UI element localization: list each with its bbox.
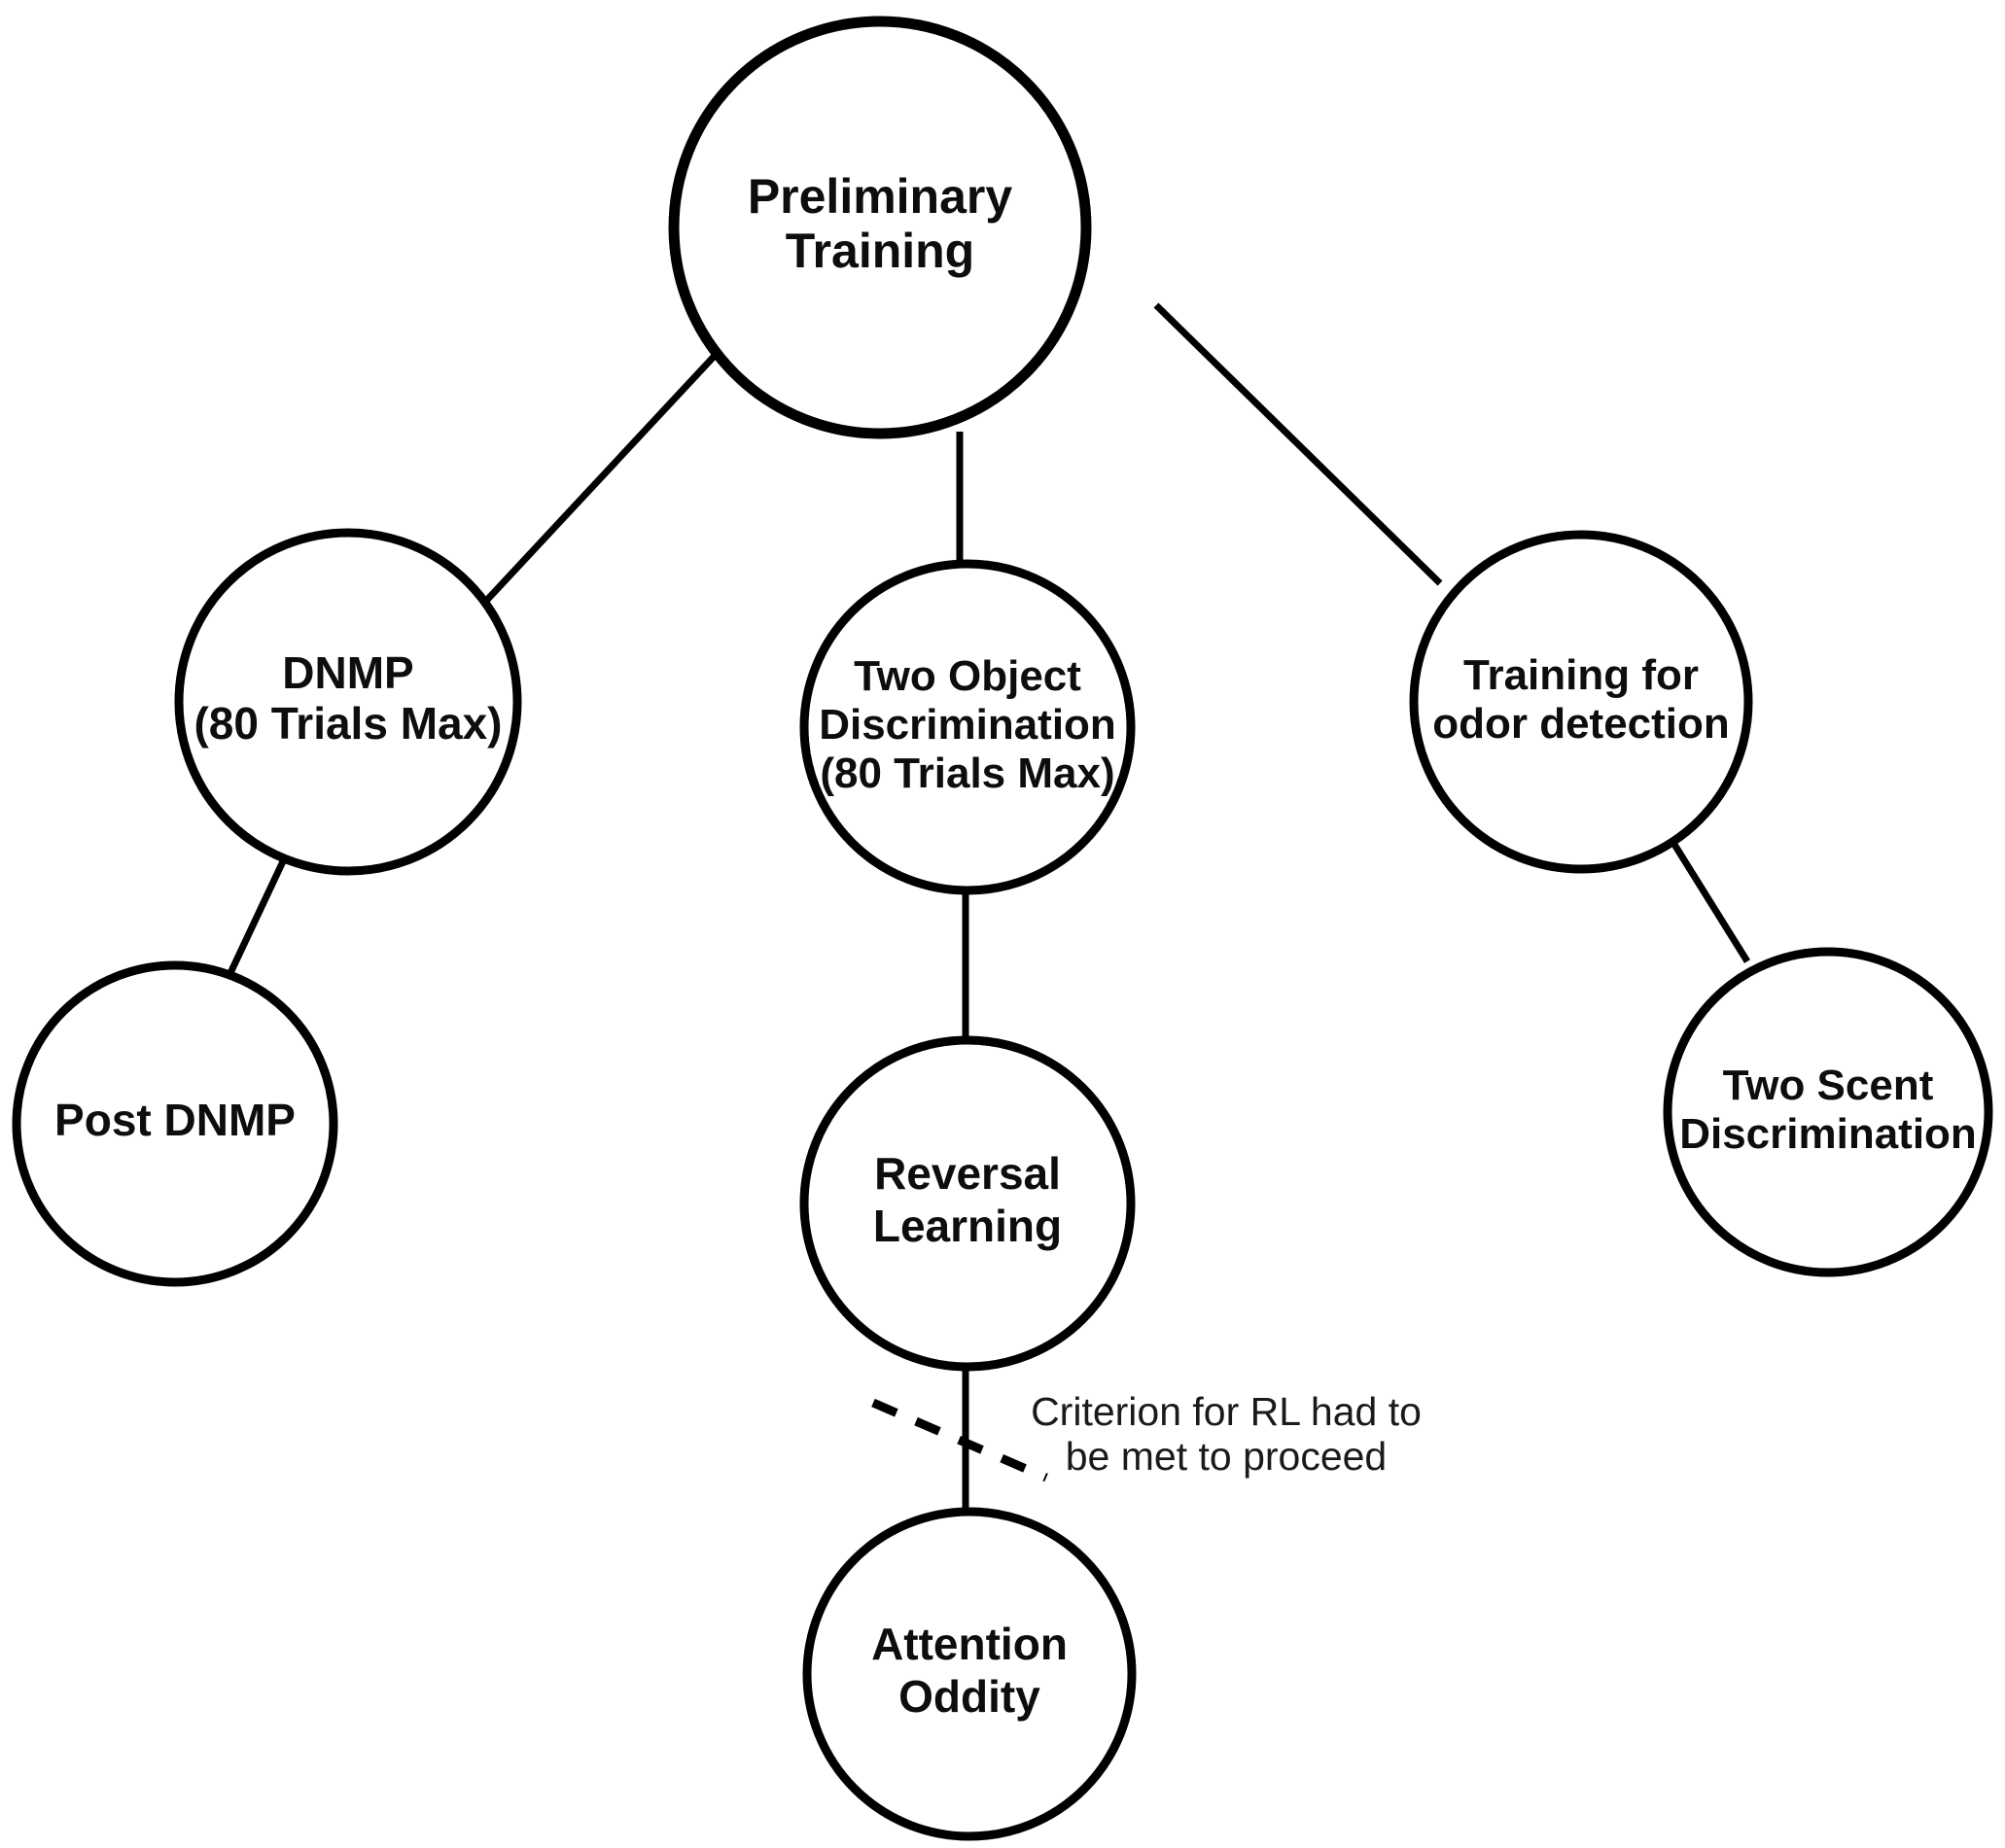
- criterion-dashed-line: [871, 1398, 1048, 1482]
- node-label-line: Reversal: [874, 1148, 1061, 1199]
- node-label-line: Two Scent: [1723, 1062, 1934, 1109]
- annotation-line: Criterion for RL had to: [1031, 1389, 1422, 1434]
- criterion-marker-layer: [871, 1398, 1048, 1482]
- node-circle-two-object-discrimination[interactable]: [799, 559, 1136, 895]
- node-label-dnmp: DNMP(80 Trials Max): [193, 647, 502, 749]
- node-circle-attention-oddity[interactable]: [802, 1507, 1137, 1841]
- node-circle-post-dnmp[interactable]: [12, 960, 338, 1287]
- node-circle-two-scent-discrimination[interactable]: [1663, 947, 1993, 1277]
- node-label-line: Oddity: [898, 1671, 1040, 1722]
- node-label-line: Training: [786, 224, 974, 278]
- node-label-line: (80 Trials Max): [820, 750, 1114, 797]
- node-label-post-dnmp: Post DNMP: [54, 1095, 296, 1145]
- node-circle-preliminary-training[interactable]: [668, 16, 1092, 439]
- node-label-line: Attention: [871, 1619, 1068, 1669]
- node-post-dnmp[interactable]: Post DNMP: [12, 960, 338, 1287]
- node-label-line: Two Object: [854, 652, 1081, 700]
- node-circle-reversal-learning[interactable]: [799, 1035, 1136, 1372]
- edge-dnmp-to-post-dnmp: [226, 857, 288, 977]
- node-label-line: Learning: [873, 1201, 1062, 1251]
- node-circle-training-odor-detection[interactable]: [1409, 530, 1753, 874]
- node-label-line: Preliminary: [748, 169, 1013, 224]
- node-label-line: odor detection: [1432, 700, 1730, 748]
- edge-preliminary-to-odor: [1153, 302, 1443, 586]
- node-dnmp[interactable]: DNMP(80 Trials Max): [174, 528, 522, 876]
- node-label-line: Discrimination: [819, 701, 1116, 749]
- node-label-line: DNMP: [282, 647, 413, 698]
- node-circle-dnmp[interactable]: [174, 528, 522, 876]
- node-label-line: Post DNMP: [54, 1095, 296, 1145]
- edge-odor-to-two-scent: [1671, 841, 1750, 963]
- node-label-line: Discrimination: [1679, 1110, 1977, 1158]
- annotation-line: be met to proceed: [1066, 1434, 1387, 1479]
- node-label-line: Training for: [1463, 651, 1699, 699]
- node-label-line: (80 Trials Max): [193, 698, 502, 749]
